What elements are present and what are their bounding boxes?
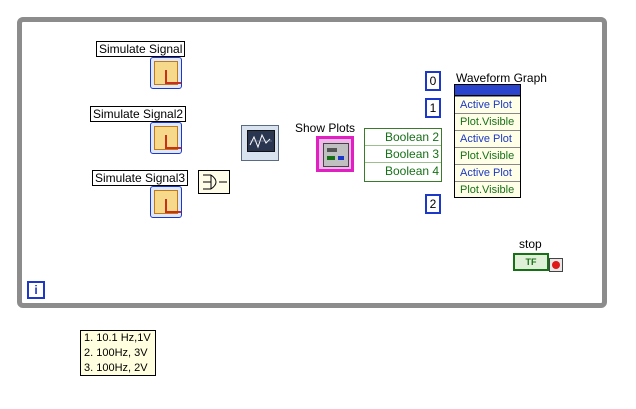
stop-label: stop [519,237,542,251]
comment-line-1: 1. 10.1 Hz,1V [84,332,151,344]
cluster-icon [323,143,349,167]
simulate-signal-1-vi[interactable] [150,57,182,89]
show-plots-control[interactable] [316,136,354,172]
unbundle-row-boolean-3[interactable]: Boolean 3 [365,146,441,163]
property-plot-visible-3[interactable]: Plot.Visible [455,181,520,198]
numeric-constant-2[interactable]: 2 [425,194,441,214]
property-plot-visible-1[interactable]: Plot.Visible [455,113,520,130]
numeric-constant-0[interactable]: 0 [425,71,441,91]
sine-wave-icon [154,190,178,214]
numeric-constant-1[interactable]: 1 [425,98,441,118]
property-active-plot-1[interactable]: Active Plot [455,96,520,113]
simulate-signal-3-label: Simulate Signal3 [92,170,189,186]
signal-glyph-icon [165,199,181,213]
graph-screen-icon [247,130,275,152]
stop-button-terminal[interactable]: TF [513,253,549,271]
simulate-signal-2-vi[interactable] [150,122,182,154]
iteration-terminal[interactable]: i [27,281,45,299]
waveform-graph-property-node[interactable]: Active Plot Plot.Visible Active Plot Plo… [454,84,521,198]
comment-line-2: 2. 100Hz, 3V [84,347,148,359]
unbundle-row-boolean-2[interactable]: Boolean 2 [365,129,441,146]
comment-line-3: 3. 100Hz, 2V [84,362,148,374]
merge-signals-node[interactable] [198,170,230,194]
merge-signals-icon [203,174,227,190]
property-plot-visible-2[interactable]: Plot.Visible [455,147,520,164]
stop-if-true-icon [552,261,560,269]
waveform-graph-terminal[interactable] [241,125,279,161]
property-active-plot-3[interactable]: Active Plot [455,164,520,181]
loop-condition-terminal[interactable] [549,258,563,272]
simulate-signal-2-label: Simulate Signal2 [90,106,187,122]
simulate-signal-1-label: Simulate Signal [96,41,186,57]
property-active-plot-2[interactable]: Active Plot [455,130,520,147]
frequency-comment: 1. 10.1 Hz,1V 2. 100Hz, 3V 3. 100Hz, 2V [80,330,156,376]
simulate-signal-3-vi[interactable] [150,186,182,218]
show-plots-label: Show Plots [295,121,356,135]
unbundle-row-boolean-4[interactable]: Boolean 4 [385,164,440,178]
unbundle-by-name-node[interactable]: Boolean 2 Boolean 3 Boolean 4 [364,128,442,182]
property-node-header [455,85,520,96]
signal-glyph-icon [165,70,181,84]
signal-glyph-icon [165,135,181,149]
waveform-graph-label: Waveform Graph [456,71,547,85]
